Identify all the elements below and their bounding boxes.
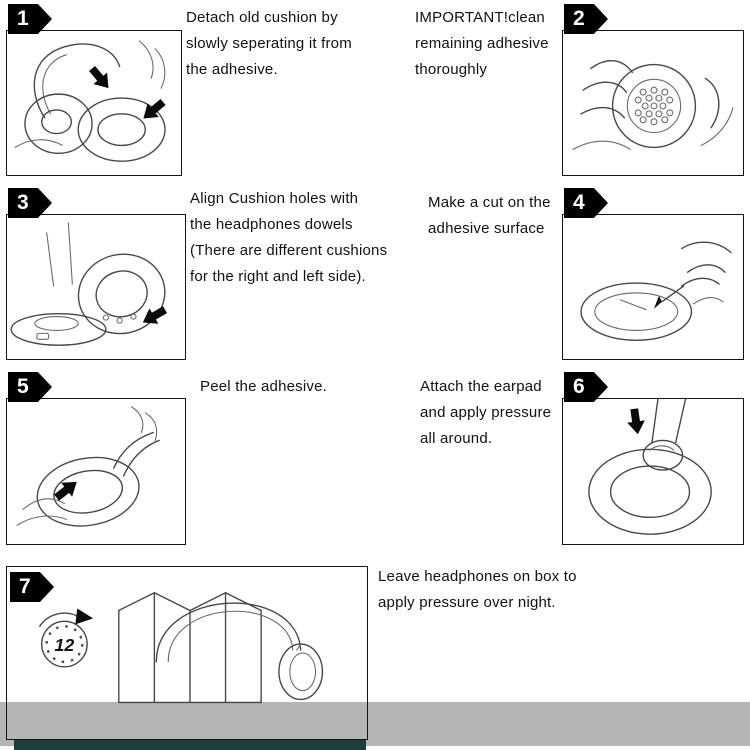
headphones-on-box-illustration: 12: [39, 592, 324, 704]
clock-icon: 12: [39, 608, 94, 668]
headphones-illustration: [155, 602, 324, 701]
step1-number: 1: [17, 7, 29, 30]
step6-number: 6: [573, 375, 585, 398]
step2-illustration-box: [562, 30, 744, 176]
step3-number: 3: [17, 191, 29, 214]
step4-number: 4: [573, 191, 585, 214]
step4-caption: Make a cut on the adhesive surface: [428, 194, 551, 237]
step3-caption: Align Cushion holes with the headphones …: [190, 190, 388, 285]
step2-caption: IMPORTANT!clean remaining adhesive thoro…: [415, 9, 549, 78]
step6-illustration-box: [562, 398, 744, 545]
step6-caption: Attach the earpad and apply pressure all…: [420, 378, 552, 447]
step1-caption: Detach old cushion by slowly seperating …: [186, 9, 352, 78]
step2-number: 2: [573, 7, 585, 30]
cut-adhesive-illustration: [580, 241, 732, 341]
step3-illustration-box: [6, 214, 186, 360]
table-surface: [0, 702, 750, 746]
box-illustration: [118, 592, 262, 704]
step5-number: 5: [17, 375, 29, 398]
step5-caption: Peel the adhesive.: [200, 378, 328, 395]
step7-caption: Leave headphones on box to apply pressur…: [378, 568, 577, 611]
clock-hours-label: 12: [55, 635, 75, 655]
align-cushion-illustration: [10, 222, 168, 346]
step1-illustration-box: [6, 30, 182, 176]
bottom-edge-bar: [14, 739, 366, 750]
step7-number: 7: [19, 575, 31, 598]
clean-adhesive-illustration: [572, 60, 734, 150]
attach-earpad-illustration: [588, 399, 712, 535]
peel-adhesive-illustration: [16, 406, 160, 527]
step5-illustration-box: [6, 398, 186, 545]
detach-cushion-illustration: [14, 40, 166, 162]
step7-illustration-box: 12: [6, 566, 368, 740]
step4-illustration-box: [562, 214, 744, 360]
